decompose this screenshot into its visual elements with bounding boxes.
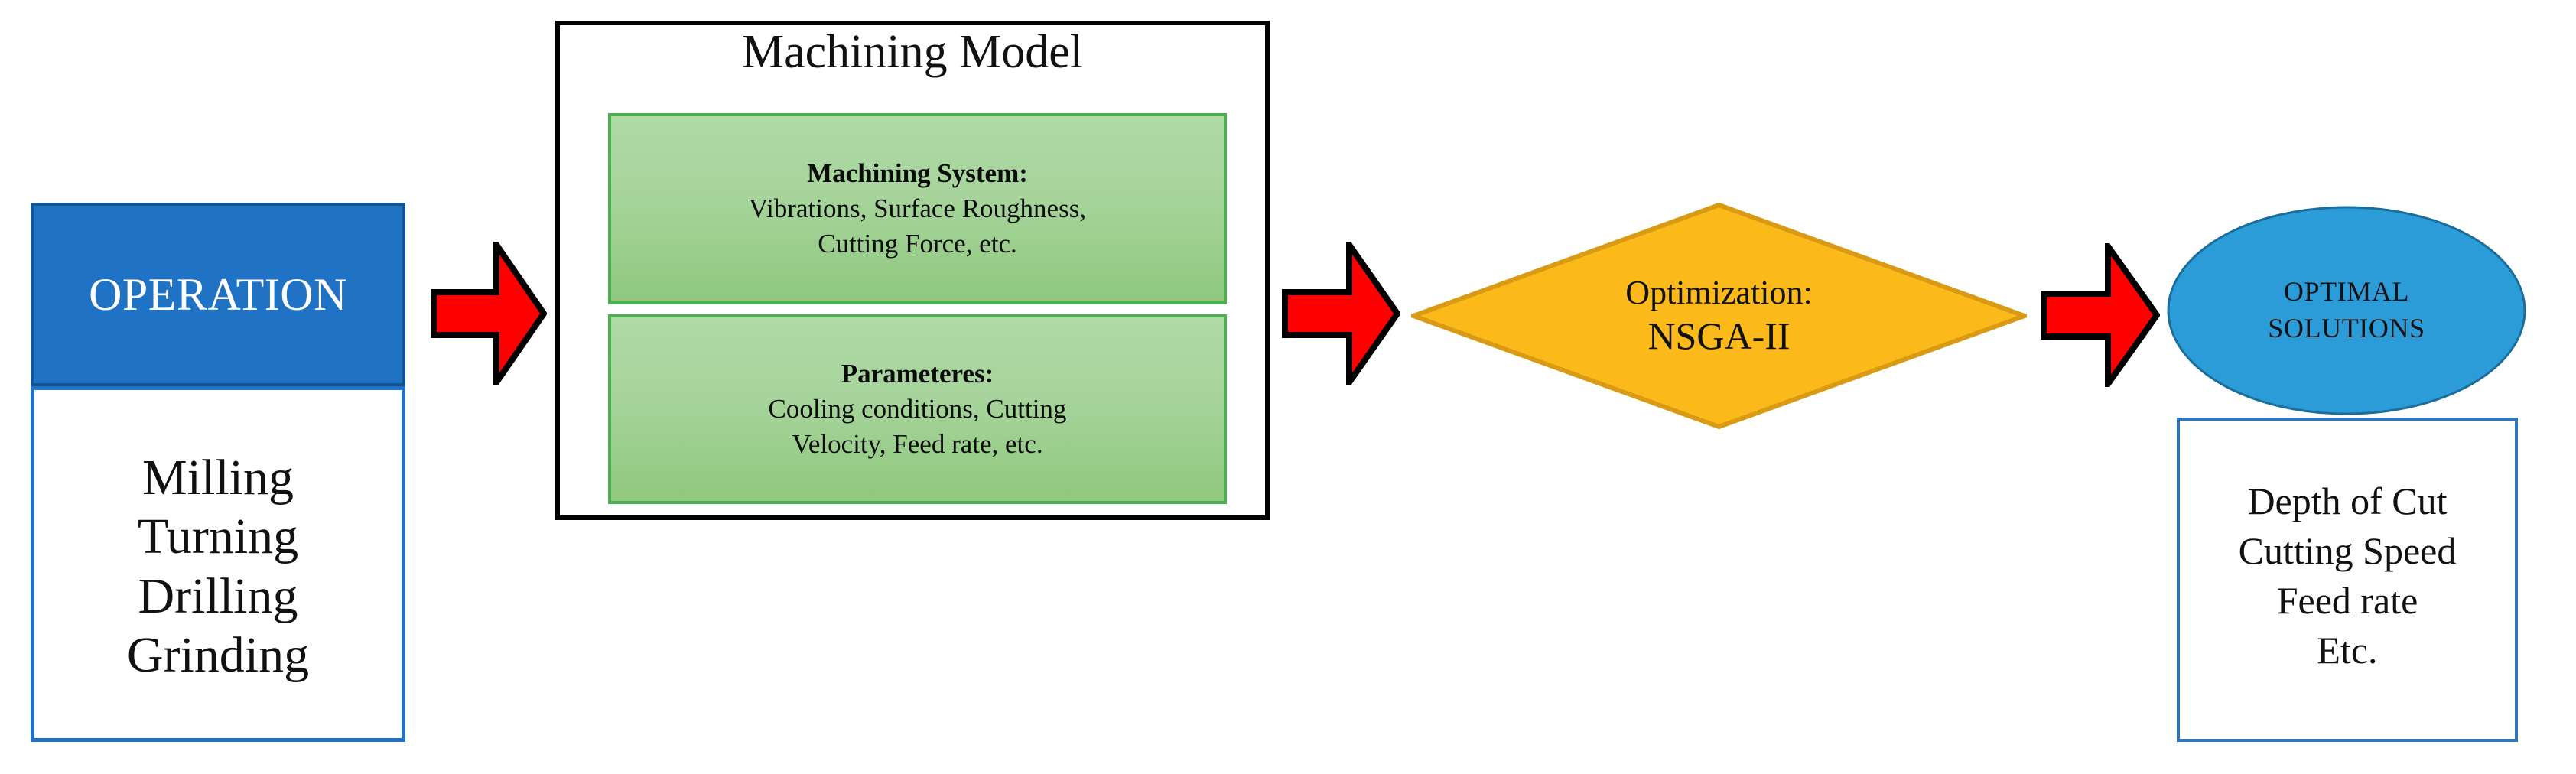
operation-item-turning: Turning: [137, 509, 299, 565]
optimal-solutions-ellipse: OPTIMAL SOLUTIONS: [2166, 205, 2527, 416]
machining-system-heading: Machining System:: [807, 158, 1028, 189]
operation-header-label: OPERATION: [89, 269, 347, 320]
result-item-depth-of-cut: Depth of Cut: [2247, 480, 2448, 522]
parameters-line-1: Cooling conditions, Cutting: [768, 393, 1067, 424]
result-item-cutting-speed: Cutting Speed: [2238, 529, 2457, 572]
parameters-heading: Parameteres:: [841, 359, 994, 389]
optimization-diamond: Optimization: NSGA-II: [1411, 203, 2027, 429]
operation-item-grinding: Grinding: [126, 626, 310, 683]
operation-item-milling: Milling: [141, 450, 294, 506]
arrow-operation-to-model-icon: [431, 242, 547, 385]
machining-system-subbox: Machining System: Vibrations, Surface Ro…: [608, 113, 1227, 304]
machining-model-box: Machining Model Machining System: Vibrat…: [555, 21, 1270, 520]
operation-item-drilling: Drilling: [138, 567, 298, 624]
parameters-subbox: Parameteres: Cooling conditions, Cutting…: [608, 314, 1227, 504]
result-item-etc: Etc.: [2317, 629, 2378, 672]
arrow-model-to-optimization-icon: [1282, 242, 1400, 385]
arrow-optimization-to-solutions-icon: [2041, 243, 2160, 387]
optimal-solutions-result-box: Depth of Cut Cutting Speed Feed rate Etc…: [2177, 418, 2518, 742]
result-item-feed-rate: Feed rate: [2276, 579, 2418, 622]
machining-model-title: Machining Model: [742, 26, 1083, 78]
parameters-line-2: Velocity, Feed rate, etc.: [792, 428, 1043, 459]
machining-system-line-1: Vibrations, Surface Roughness,: [748, 193, 1087, 223]
machining-system-line-2: Cutting Force, etc.: [818, 228, 1017, 259]
operation-list-box: Milling Turning Drilling Grinding: [31, 386, 405, 742]
operation-header-box: OPERATION: [31, 203, 405, 386]
